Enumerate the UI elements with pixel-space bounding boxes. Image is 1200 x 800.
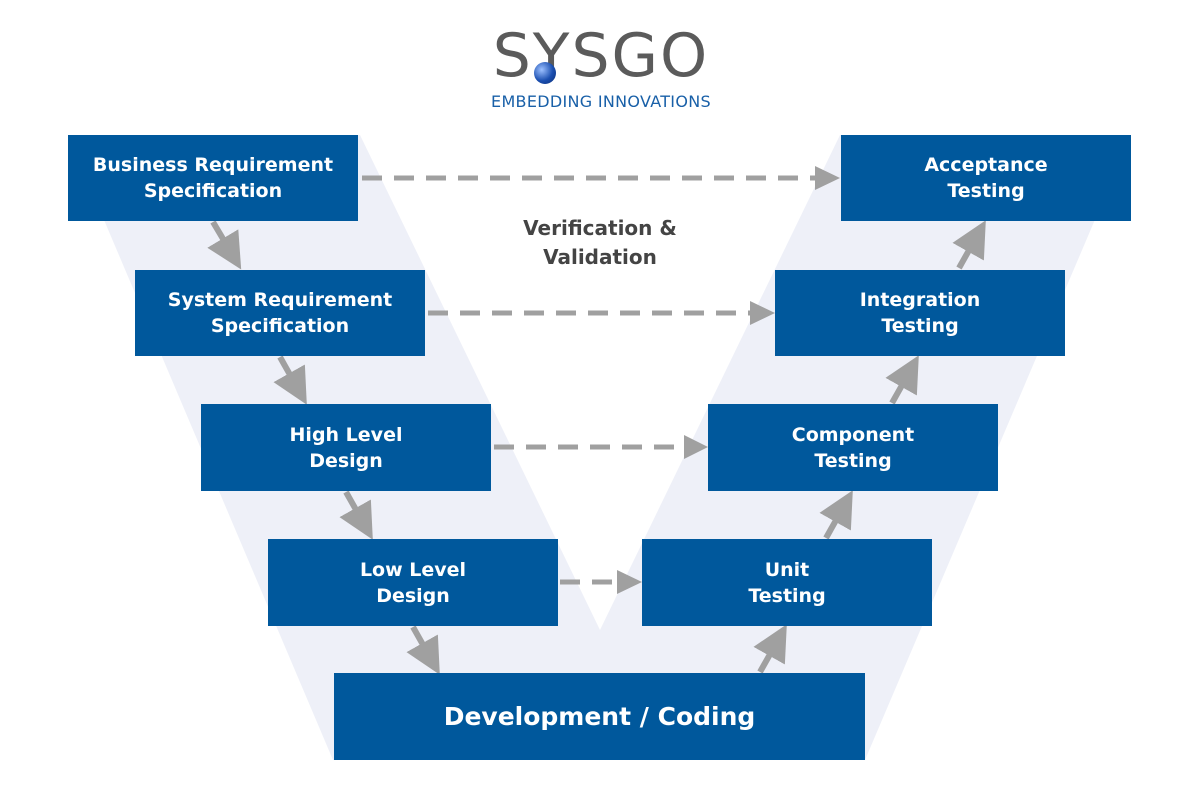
step-label-line2: Testing (881, 315, 959, 337)
arrow-hld-lld (339, 490, 373, 540)
step-label-line1: High Level (289, 423, 403, 446)
step-label-line1: Component (791, 423, 915, 446)
step-label-line1: Acceptance (924, 154, 1048, 176)
verification-validation-label: Verification & Validation (490, 214, 710, 272)
step-label-line2: Specification (143, 180, 283, 202)
step-label-line1: Business Requirement (92, 154, 334, 176)
sysgo-logo: SYSGO EMBEDDING INNOVATIONS (466, 24, 736, 116)
arrow-integration-acceptance (952, 220, 986, 270)
step-label-line2: Testing (748, 584, 826, 607)
logo-tagline: EMBEDDING INNOVATIONS (491, 92, 711, 111)
arrow-component-integration (885, 355, 919, 405)
logo-wordmark: SYSGO (492, 21, 710, 91)
center-label-line2: Validation (543, 245, 657, 269)
step-label-line1: Unit (764, 558, 810, 581)
step-label-line2: Design (376, 584, 450, 607)
step-label-line2: Testing (814, 449, 892, 472)
arrow-unit-component (819, 490, 853, 540)
arrow-dev-unit (753, 624, 787, 674)
step-label-line2: Design (309, 449, 383, 472)
arrow-srs-hld (273, 355, 307, 405)
step-label-line1: Low Level (359, 558, 467, 581)
arrow-lld-dev (406, 625, 440, 675)
step-label-line1: Integration (859, 289, 981, 311)
step-label-line2: Testing (947, 180, 1025, 202)
step-label-line1: System Requirement (167, 289, 393, 311)
step-label: Development / Coding (443, 701, 756, 731)
center-label-line1: Verification & (523, 216, 677, 240)
logo-sphere-icon (534, 62, 556, 84)
arrow-brs-srs (207, 220, 242, 270)
step-label-line2: Specification (210, 315, 350, 337)
step-development-coding: Development / Coding (334, 673, 865, 760)
